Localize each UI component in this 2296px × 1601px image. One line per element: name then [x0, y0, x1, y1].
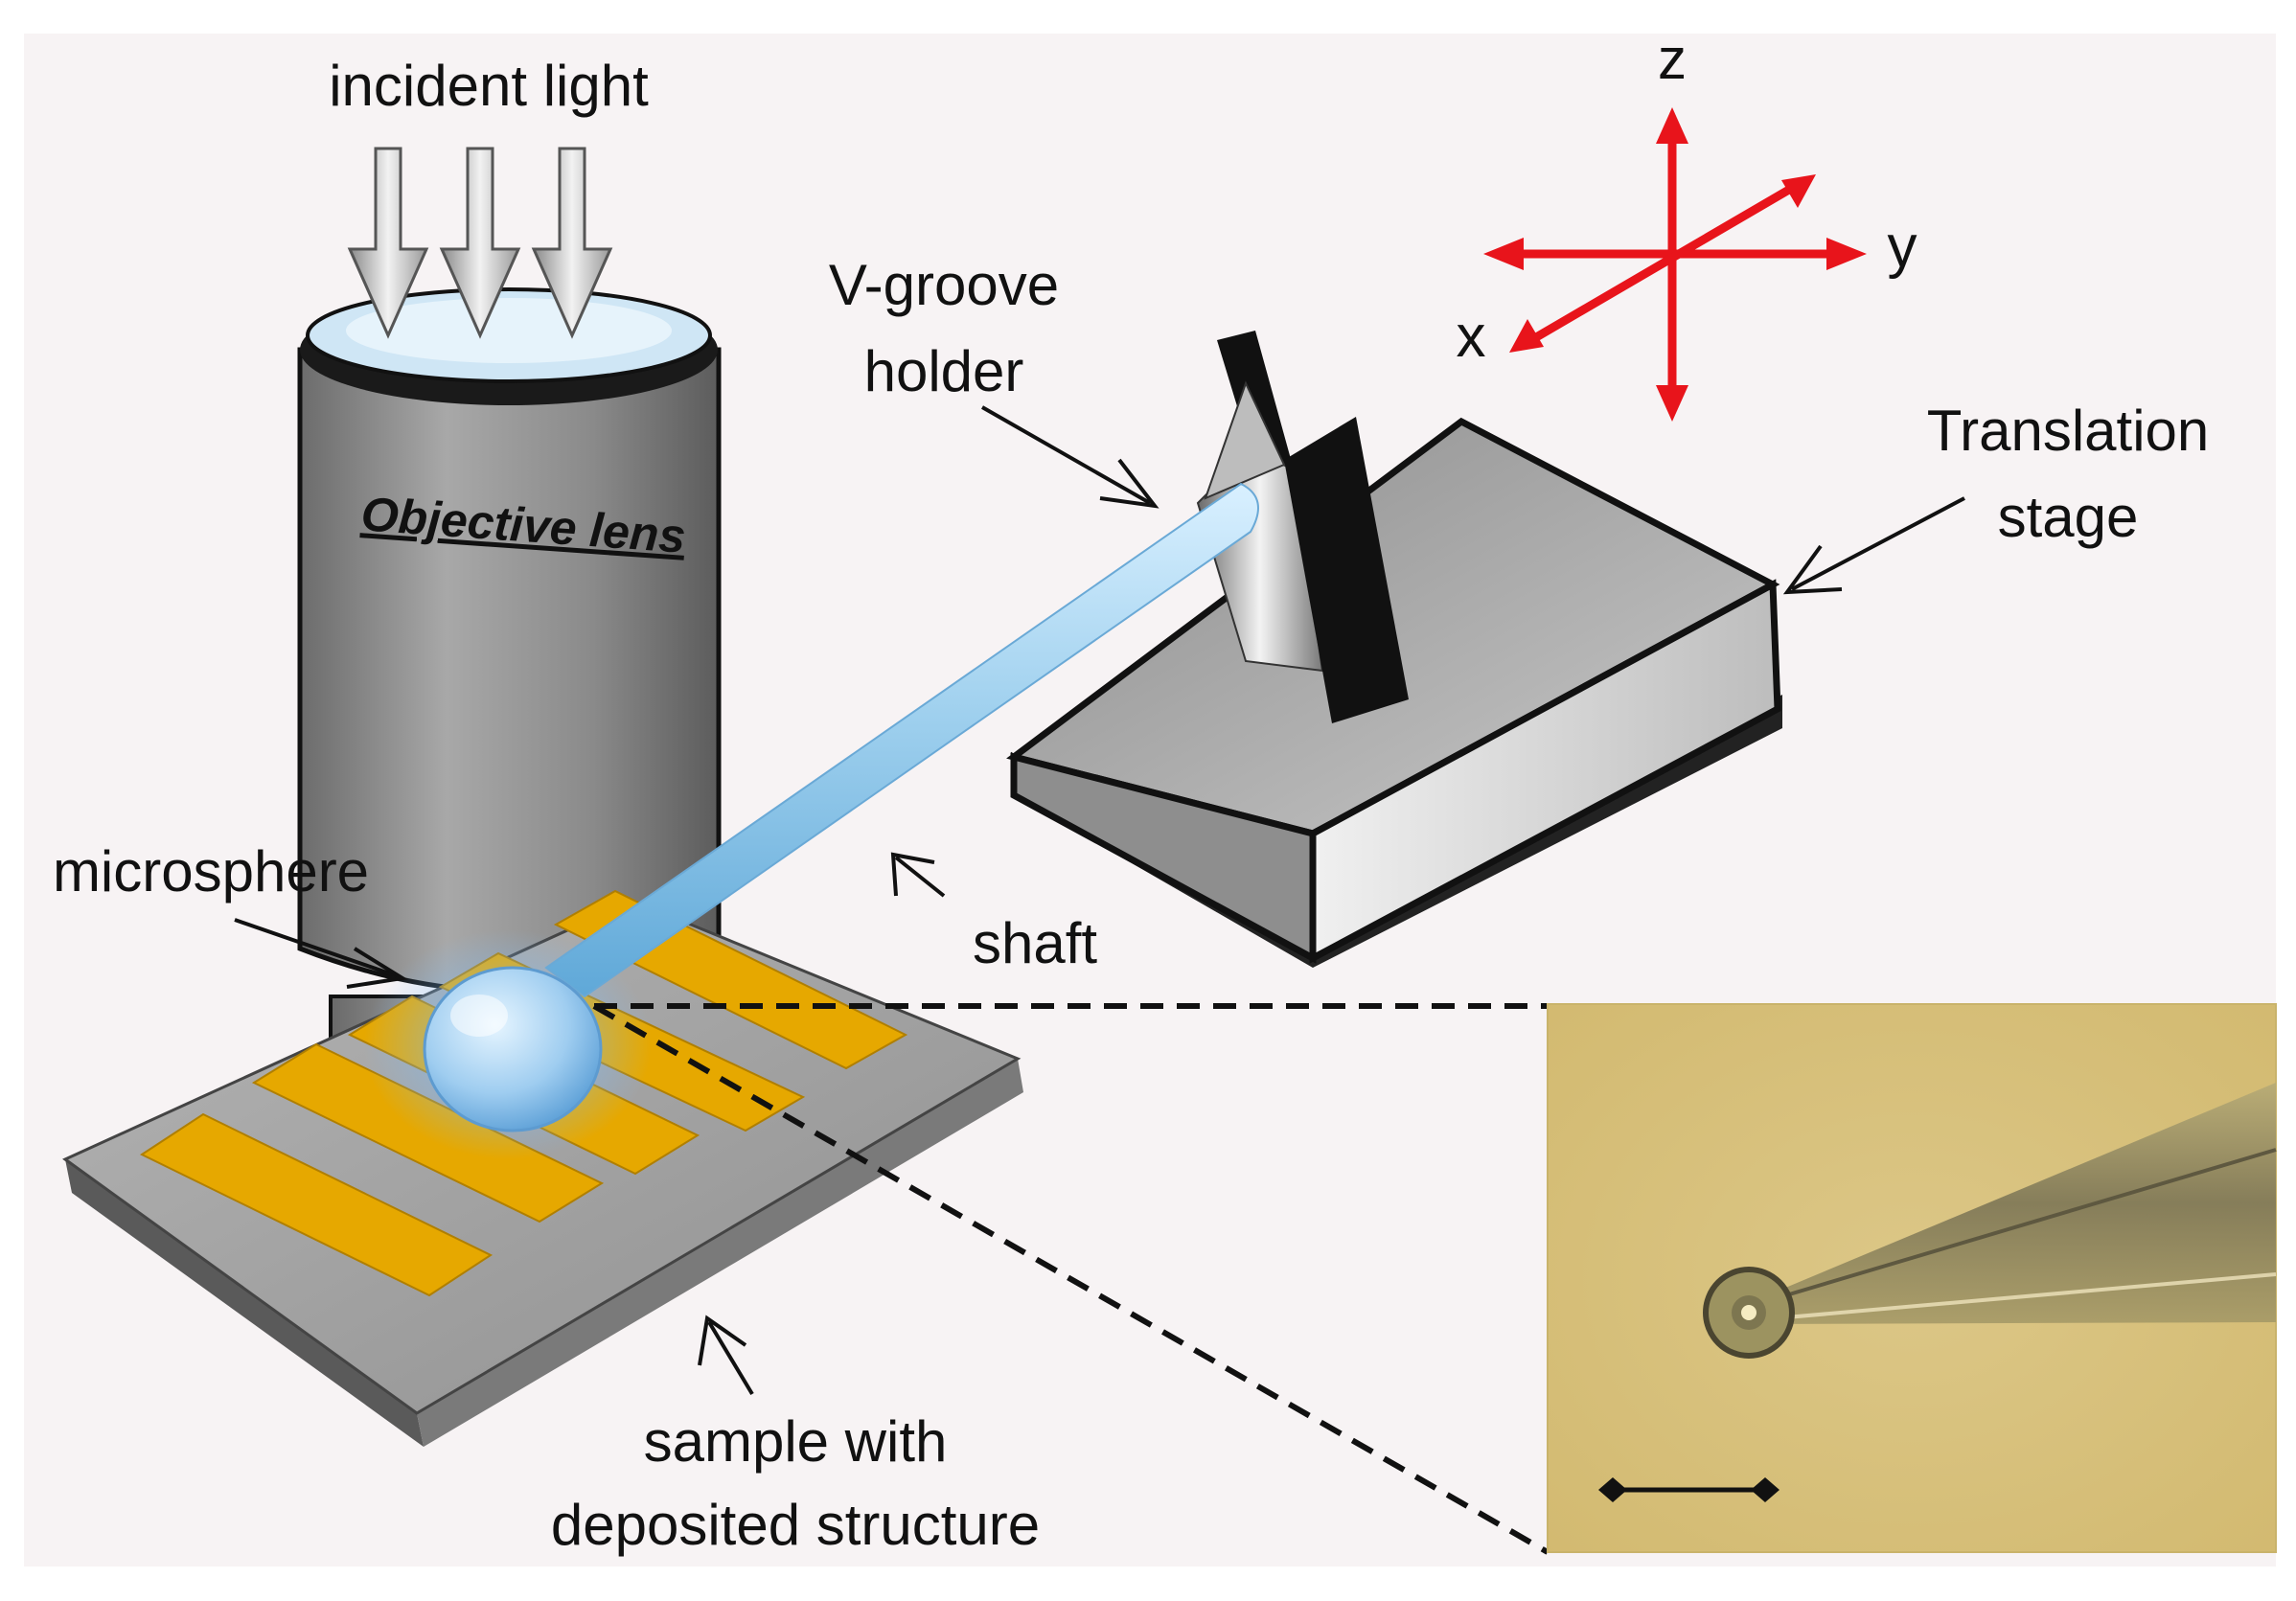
shaft-pointer-head-icon: [890, 852, 935, 897]
v-groove-label-line1: V-groove: [829, 253, 1059, 317]
translation-stage-pointer-head-icon: [1782, 544, 1843, 595]
translation-stage-label-line2: stage: [1998, 485, 2139, 549]
microsphere: [423, 966, 603, 1132]
inset-micrograph: [1547, 1003, 2277, 1553]
x-lower-arrow-icon: [1509, 319, 1544, 353]
microsphere-label: microsphere: [53, 839, 369, 903]
z-down-arrow-icon: [1656, 385, 1688, 422]
shaft-label: shaft: [973, 911, 1097, 975]
microsphere-pointer: [234, 918, 402, 979]
x-axis: [1528, 183, 1797, 344]
microsphere-pointer-head-icon: [346, 947, 408, 989]
pointer-arrows: [234, 405, 1965, 1396]
y-right-arrow-icon: [1826, 238, 1867, 270]
x-upper-arrow-icon: [1781, 174, 1816, 208]
sample-label-line1: sample with: [644, 1409, 948, 1474]
zoom-lines: [592, 1003, 1550, 1555]
scale-bar: [1598, 1477, 1779, 1502]
x-axis-label: x: [1457, 304, 1486, 370]
incident-light-label: incident light: [329, 54, 649, 118]
y-left-arrow-icon: [1483, 238, 1524, 270]
light-arrow-icon: [439, 147, 521, 339]
light-arrow-icon: [531, 147, 613, 339]
gold-stripe: [139, 1112, 494, 1297]
sample-pointer: [707, 1320, 754, 1396]
fiber-shaft: [544, 482, 1259, 998]
translation-stage-label-line1: Translation: [1927, 399, 2210, 463]
inset-fiber-tip: [1749, 1083, 2276, 1324]
translation-stage-pointer: [1791, 496, 1965, 591]
v-groove-pointer: [981, 405, 1151, 505]
sample-label-line2: deposited structure: [551, 1493, 1040, 1557]
axes-indicator: [1483, 107, 1867, 422]
y-axis-label: y: [1888, 214, 1917, 280]
incident-light-arrows: [347, 147, 613, 339]
shaft-pointer: [894, 856, 946, 898]
sample-pointer-head-icon: [698, 1315, 747, 1366]
z-up-arrow-icon: [1656, 107, 1688, 144]
z-axis-label: z: [1658, 27, 1687, 91]
light-arrow-icon: [347, 147, 429, 339]
v-groove-pointer-head-icon: [1099, 458, 1159, 509]
v-groove-label-line2: holder: [864, 339, 1024, 403]
